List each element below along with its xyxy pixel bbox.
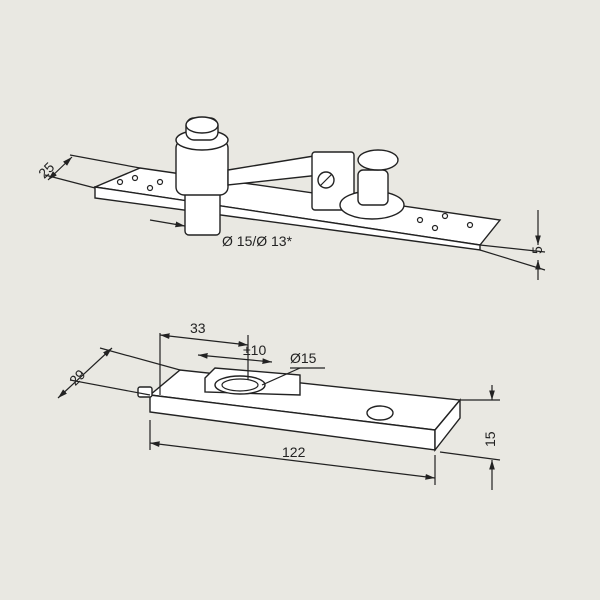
dim-box-length: 122 <box>282 444 306 460</box>
dim-box-width: 29 <box>66 366 88 388</box>
arm <box>227 154 321 186</box>
dim-pivot-diameter: Ø 15/Ø 13* <box>222 233 293 249</box>
pivot-pin <box>184 189 221 236</box>
floor-box-assembly <box>57 333 501 490</box>
dim-adjust-range: ±10 <box>243 342 266 358</box>
dim-top-thickness: 5 <box>529 246 545 254</box>
adjust-screw <box>366 405 394 421</box>
dim-box-height: 15 <box>482 431 498 447</box>
top-pivot-assembly <box>44 116 546 280</box>
dim-socket-diameter: Ø15 <box>290 350 317 366</box>
dim-offset: 33 <box>190 320 206 336</box>
